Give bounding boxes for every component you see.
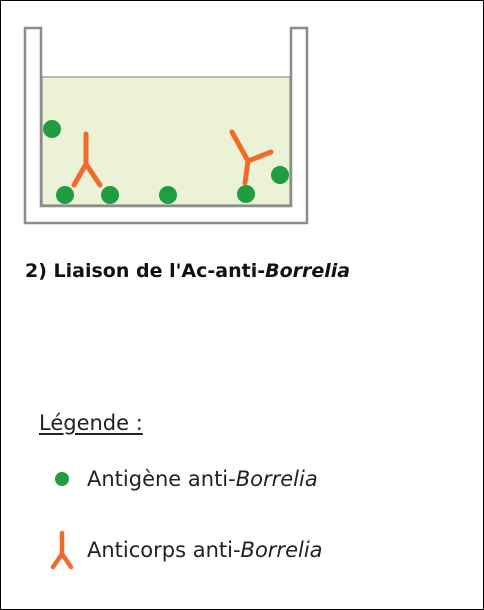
step-number: 2): [25, 260, 47, 282]
legend-label-antibody: Anticorps anti-Borrelia: [87, 538, 323, 562]
legend-heading: Légende :: [39, 411, 143, 435]
antigen-dot: [56, 186, 74, 204]
antibody-y-shape: [229, 129, 274, 186]
step-title: 2) Liaison de l'Ac-anti-Borrelia: [25, 260, 350, 282]
legend-item-antigen: Antigène anti-Borrelia: [37, 462, 318, 496]
antigen-dot: [43, 120, 61, 138]
antigen-dot: [159, 186, 177, 204]
legend-label-antigen: Antigène anti-Borrelia: [87, 467, 318, 491]
antigen-dot: [271, 166, 289, 184]
elisa-well-diagram: [23, 26, 309, 225]
antigen-dot-icon: [37, 471, 87, 487]
antigen-dot: [101, 186, 119, 204]
well-outline: [23, 26, 309, 225]
step-title-text: Liaison de l'Ac-anti-: [46, 260, 266, 282]
legend-item-antibody: Anticorps anti-Borrelia: [37, 530, 323, 570]
antibody-y-icon: [37, 530, 87, 570]
antigen-dot: [237, 185, 255, 203]
well-liquid: [41, 76, 291, 206]
step-title-organism: Borrelia: [265, 260, 351, 282]
antibody-y-shape: [71, 131, 103, 188]
